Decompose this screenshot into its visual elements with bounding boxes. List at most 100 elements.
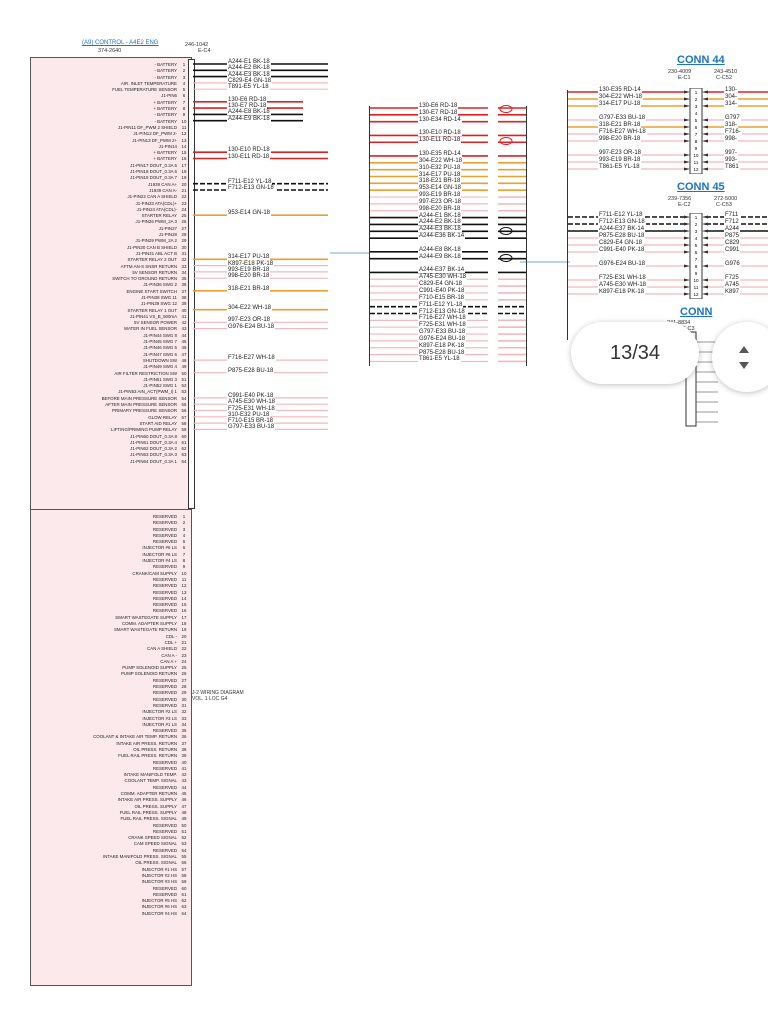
j1-pin-number: 50 xyxy=(181,370,187,376)
j1-wire-label: A244-E8 BK-18 xyxy=(227,109,271,116)
wire-arrow-icon xyxy=(702,167,708,171)
j1-pin-label: + BATTERY xyxy=(153,156,177,162)
splice-wire-label: G797-E33 BU-18 xyxy=(418,329,467,336)
splice-wire-label: 130-E6 RD-18 xyxy=(418,103,459,109)
conn45-title[interactable]: CONN 45 xyxy=(677,181,725,193)
j1-wire-label: F725-E31 WH-18 xyxy=(227,405,276,412)
j2-pin-number: 21 xyxy=(181,639,187,645)
conn44-body xyxy=(689,88,703,174)
wire-arrow-icon xyxy=(702,250,708,254)
j2-pin-label: RESERVED xyxy=(152,526,177,532)
j2-pin-number: 27 xyxy=(181,677,187,683)
conn45-body xyxy=(689,213,703,299)
j1-wire-label: G976-E24 BU-18 xyxy=(227,323,276,330)
wire-arrow-icon xyxy=(702,139,708,143)
j1-wire-label: 130-E11 RD-18 xyxy=(227,153,271,160)
wire-arrow-icon xyxy=(684,167,690,171)
splice-wire-label: A745-E30 WH-18 xyxy=(418,274,468,281)
j1-pin-label: J1-PIN28 xyxy=(158,232,177,238)
j1-pin-label: 5V SENSOR RETURN xyxy=(132,269,177,275)
splice-wire-label: 953-E14 GN-18 xyxy=(418,185,463,192)
wire-arrow-icon xyxy=(702,118,708,122)
j1-pin-number: 57 xyxy=(181,414,187,420)
j1-pin-number: 24 xyxy=(181,206,187,212)
page-indicator: 13/34 xyxy=(571,322,699,384)
j1-pin-label: J1-PIN51 SWG 3 xyxy=(143,376,177,382)
j2-pin-number: 58 xyxy=(181,872,187,878)
conn44-ref-b: C-C52 xyxy=(716,75,732,81)
conn45-wire-label: F712-E13 GN-18 xyxy=(598,219,646,225)
conn44-pin-number: 9 xyxy=(695,146,698,151)
j2-pin-label: RESERVED xyxy=(152,576,177,582)
j2-pin-label: OIL PRESS. SIGNAL xyxy=(135,860,177,866)
j1-wire-label: 130-E7 RD-18 xyxy=(227,103,268,110)
conn45-pin-number: 7 xyxy=(695,257,698,262)
j2-pin-label: RESERVED xyxy=(152,702,177,708)
conn44-wire-label: 314-E17 PU-18 xyxy=(598,101,642,107)
j2-pin-label: FUEL RAIL PRESS. SUPPLY xyxy=(119,809,177,815)
j1-pin-label: AFTER MAIN PRESSURE SENSOR xyxy=(105,402,177,408)
j2-pin-label: RESERVED xyxy=(152,589,177,595)
ecm-title-link[interactable]: (A9) CONTROL - A4E2 ENG xyxy=(82,40,159,46)
j2-pin-number: 14 xyxy=(181,595,187,601)
j1-wire-label: F716-E27 WH-18 xyxy=(227,355,276,362)
conn45-ref-b: C-C53 xyxy=(716,202,732,208)
j2-pin-number: 41 xyxy=(181,765,187,771)
wire-arrow-icon xyxy=(702,153,708,157)
j2-pin-number: 29 xyxy=(181,690,187,696)
splice-wire-label: A244-E8 BK-18 xyxy=(418,246,462,253)
j1-pin-number: 62 xyxy=(181,446,187,452)
j2-pin-label: INJECTOR #2 LS xyxy=(142,709,177,715)
j1-pin-number: 5 xyxy=(182,87,186,93)
j1-pin-number: 49 xyxy=(181,364,187,370)
wire-arrow-icon xyxy=(702,285,708,289)
j2-pin-label: CRANK SPEED SIGNAL xyxy=(128,835,177,841)
j1-pin-label: ENGINE START SWITCH xyxy=(126,288,178,294)
j1-pin-number: 31 xyxy=(181,250,187,256)
j1-pin-label: J1939 CAN A- xyxy=(149,187,177,193)
wire-arrow-icon xyxy=(684,97,690,101)
splice-wire-label: C829-E4 GN-18 xyxy=(418,281,464,288)
j1-pin-number: 13 xyxy=(181,137,187,143)
j2-pin-number: 47 xyxy=(181,803,187,809)
conn44-pin-number: 6 xyxy=(695,125,698,130)
splice-left-rail xyxy=(369,106,370,366)
j2-pin-number: 33 xyxy=(181,715,187,721)
conn46-title[interactable]: CONN xyxy=(680,306,713,318)
wire-arrow-icon xyxy=(684,132,690,136)
conn44-wire-label-right: G797 xyxy=(724,115,741,121)
j2-pin-label: CDL - xyxy=(165,633,177,639)
conn45-wire-label: A244-E37 BK-14 xyxy=(598,226,646,232)
conn44-wire-label: 318-E21 BR-18 xyxy=(598,122,642,128)
j2-pin-label: RESERVED xyxy=(152,539,177,545)
j1-pin-label: SHUTDOWN SW xyxy=(142,357,177,363)
conn45-pin-number: 5 xyxy=(695,243,698,248)
j1-pin-label: J1-PIN14 xyxy=(158,143,177,149)
j2-pin-label: PUMP SOLENOID SUPPLY xyxy=(122,665,177,671)
j1-pin-number: 41 xyxy=(181,313,187,319)
conn45-wire-label-right: F725 xyxy=(724,275,740,281)
j1-wire-label: 310-E32 PU-18 xyxy=(227,411,271,418)
conn45-wire-label-right: F712 xyxy=(724,219,740,225)
j2-pin-number: 23 xyxy=(181,652,187,658)
conn45-wire-label-right: A745 xyxy=(724,282,741,288)
j2-pin-label: CRANK/CAM SUPPLY xyxy=(132,570,177,576)
conn44-title[interactable]: CONN 44 xyxy=(677,54,725,66)
j2-pin-label: RESERVED xyxy=(152,891,177,897)
splice-wire-label: F716-E27 WH-18 xyxy=(418,315,467,322)
j2-pin-label: RESERVED xyxy=(152,759,177,765)
splice-wire-label: K897-E18 PK-18 xyxy=(418,342,466,349)
page-scroll-button[interactable] xyxy=(712,322,768,392)
j1-connector-strip xyxy=(188,59,195,509)
conn44-pin-number: 5 xyxy=(695,118,698,123)
j1-pin-label: AIR. INLET TEMPERATURE xyxy=(120,80,177,86)
splice-wire-label: F711-E12 YL-18 xyxy=(418,301,464,308)
wire-arrow-icon xyxy=(702,264,708,268)
conn44-wire-label-right: T861 xyxy=(724,164,740,170)
j1-pin-label: WATER IN FUEL SENSOR xyxy=(123,326,177,332)
j2-pin-number: 20 xyxy=(181,633,187,639)
j1-pin-number: 17 xyxy=(181,162,187,168)
wire-arrow-icon xyxy=(702,243,708,247)
j1-pin-number: 18 xyxy=(181,169,187,175)
